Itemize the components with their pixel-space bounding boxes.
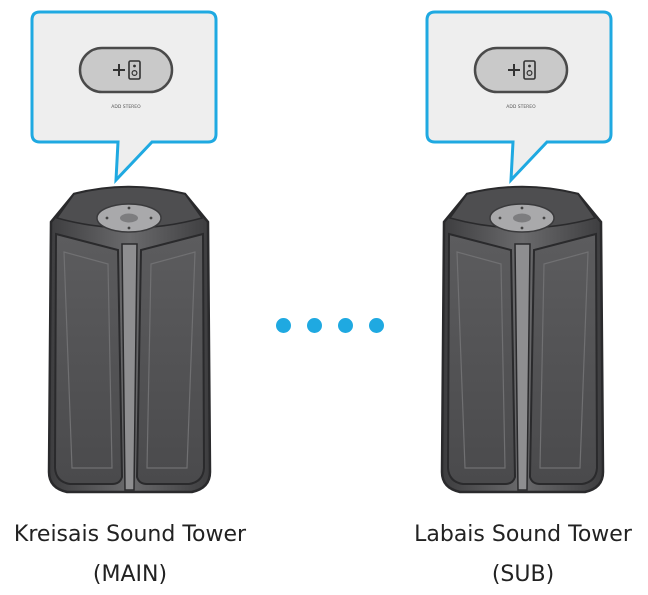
plus-icon [113, 64, 125, 76]
connection-dot [338, 318, 353, 333]
sub-speaker-role: (SUB) [491, 562, 555, 587]
main-speaker-illustration [42, 182, 217, 512]
sub-speaker-name: Labais Sound Tower [414, 522, 632, 547]
connection-dot [307, 318, 322, 333]
sub-speaker-illustration [435, 182, 610, 512]
connection-dot [276, 318, 291, 333]
speaker-icon [128, 60, 141, 80]
main-speaker-name: Kreisais Sound Tower [13, 522, 247, 547]
sub-callout: ADD STEREO [425, 10, 615, 185]
add-stereo-label: ADD STEREO [111, 104, 141, 110]
main-speaker-caption: Kreisais Sound Tower (MAIN) [0, 515, 260, 595]
sub-speaker-caption: Labais Sound Tower (SUB) [398, 515, 648, 595]
main-callout: ADD STEREO [30, 10, 220, 185]
add-stereo-label: ADD STEREO [506, 104, 536, 110]
connection-dots [276, 318, 384, 333]
connection-dot [369, 318, 384, 333]
plus-icon [508, 64, 520, 76]
speaker-icon [523, 60, 536, 80]
main-speaker-role: (MAIN) [92, 562, 168, 587]
